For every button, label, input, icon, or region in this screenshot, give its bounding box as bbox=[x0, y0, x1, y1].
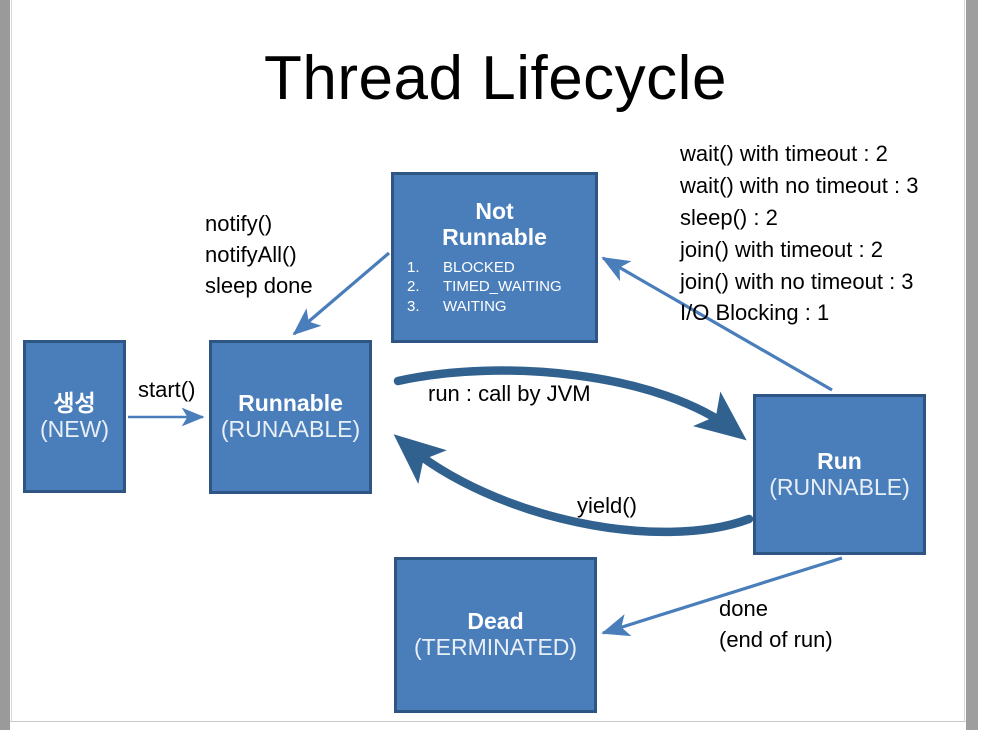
list-item-label: TIMED_WAITING bbox=[443, 278, 562, 296]
state-new-title: 생성 bbox=[53, 389, 96, 416]
state-runnable-subtitle: (RUNAABLE) bbox=[220, 416, 361, 442]
right-page-edge bbox=[964, 0, 965, 722]
label-notify-group: notify() notifyAll() sleep done bbox=[205, 211, 313, 299]
list-item-number: 3. bbox=[407, 298, 420, 316]
state-dead-title: Dead bbox=[467, 608, 524, 635]
list-item-number: 1. bbox=[407, 258, 420, 276]
label-blocking-reasons: wait() with timeout : 2 wait() with no t… bbox=[680, 141, 919, 326]
left-scroll-bar[interactable] bbox=[0, 0, 10, 730]
list-item-label: BLOCKED bbox=[443, 258, 515, 276]
list-item-number: 2. bbox=[407, 278, 420, 296]
state-run-subtitle: (RUNNABLE) bbox=[769, 473, 910, 500]
state-box-runnable[interactable]: Runnable (RUNAABLE) bbox=[209, 340, 372, 494]
list-item-label: WAITING bbox=[443, 298, 507, 316]
state-box-new[interactable]: 생성 (NEW) bbox=[23, 340, 126, 493]
list-item: 3. WAITING bbox=[407, 297, 595, 317]
label-start: start() bbox=[138, 377, 196, 402]
label-yield: yield() bbox=[577, 493, 637, 518]
bottom-page-edge bbox=[10, 721, 966, 722]
right-scroll-bar[interactable] bbox=[966, 0, 978, 730]
state-runnable-title: Runnable bbox=[238, 390, 343, 417]
state-dead-subtitle: (TERMINATED) bbox=[413, 634, 578, 660]
list-item: 1. BLOCKED bbox=[407, 258, 595, 278]
state-not-runnable-title-line1: Not bbox=[475, 198, 514, 224]
not-runnable-substate-list: 1. BLOCKED 2. TIMED_WAITING 3. WAITING bbox=[394, 258, 595, 318]
label-done-end-of-run: done (end of run) bbox=[719, 596, 833, 653]
list-item: 2. TIMED_WAITING bbox=[407, 277, 595, 297]
left-page-edge bbox=[11, 0, 12, 722]
state-box-run[interactable]: Run (RUNNABLE) bbox=[753, 394, 926, 555]
state-new-subtitle: (NEW) bbox=[40, 415, 109, 442]
state-not-runnable-title-line2: Runnable bbox=[442, 223, 547, 250]
state-box-dead[interactable]: Dead (TERMINATED) bbox=[394, 557, 597, 713]
state-box-not-runnable[interactable]: Not Runnable 1. BLOCKED 2. TIMED_WAITING… bbox=[391, 172, 598, 343]
page-title: Thread Lifecycle bbox=[264, 44, 727, 113]
label-run-call-by-jvm: run : call by JVM bbox=[428, 381, 591, 406]
state-run-title: Run bbox=[817, 447, 862, 474]
